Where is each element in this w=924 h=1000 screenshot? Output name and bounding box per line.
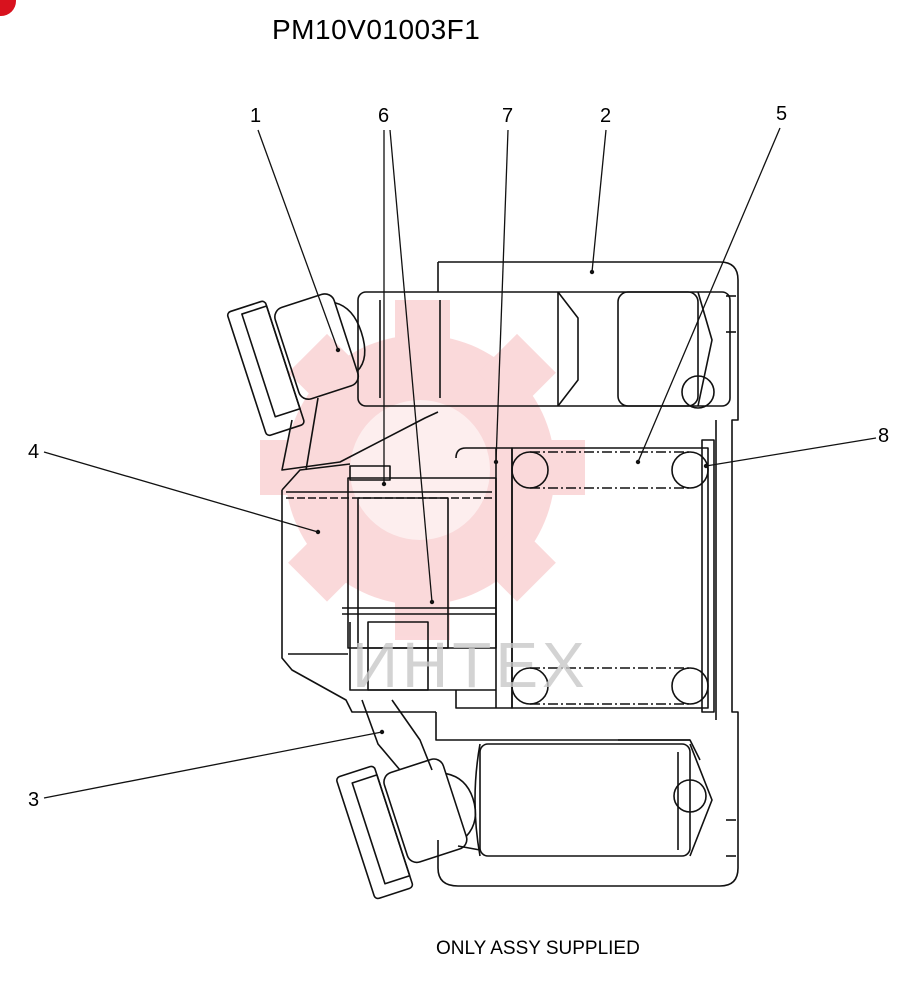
callout-7: 7 [502,105,514,127]
callout-8: 8 [878,425,890,447]
part-number-title: PM10V01003F1 [272,14,481,45]
callout-5: 5 [776,103,788,125]
housing-outline [437,261,739,887]
callout-6: 6 [378,105,390,127]
callout-4: 4 [28,441,40,463]
callout-2: 2 [600,105,612,127]
callout-1: 1 [250,105,262,127]
bearing-assembly [511,447,709,709]
lower-piston-cylinder [479,743,691,857]
watermark-text: ИНТЕХ [352,629,589,701]
supply-note: ONLY ASSY SUPPLIED [436,938,640,959]
callout-3: 3 [28,789,40,811]
upper-piston-cylinder [357,291,731,407]
watermark-gear-icon [260,300,585,640]
